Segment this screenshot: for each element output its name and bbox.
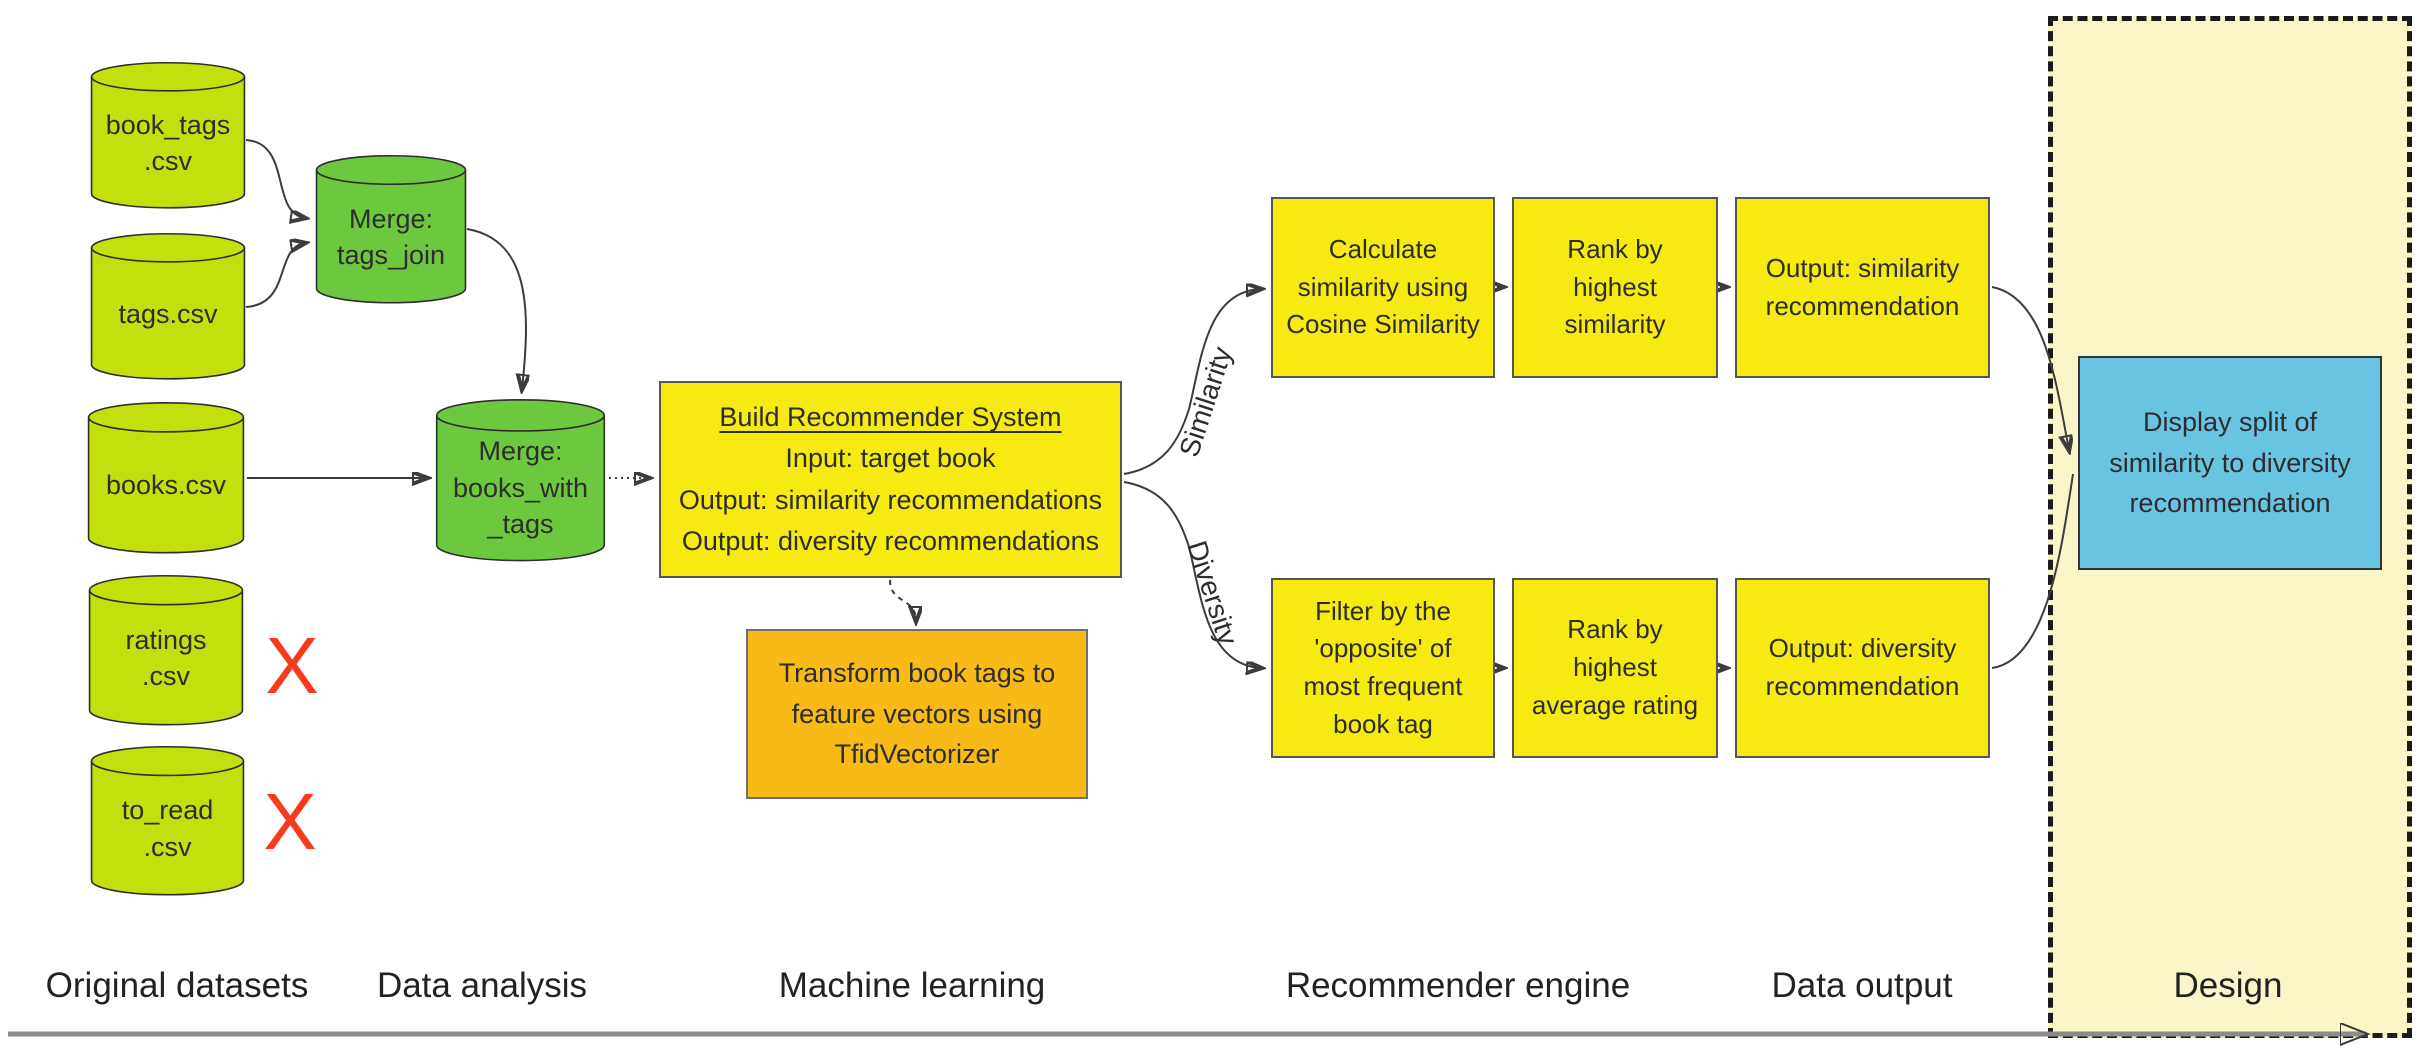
dataset-book-tags-csv[interactable]: book_tags .csv <box>90 62 246 210</box>
diversity-branch-label: Diversity <box>1181 537 1244 649</box>
stage-label-design: Design <box>2173 966 2283 1005</box>
dataset-label: books.csv <box>105 470 227 501</box>
dataset-books-csv[interactable]: books.csv <box>87 402 245 555</box>
output-similarity-box[interactable]: Output: similarity recommendation <box>1735 197 1990 378</box>
display-split-box[interactable]: Display split of similarity to diversity… <box>2078 356 2382 570</box>
cylinder-shape <box>90 746 245 897</box>
transform-tfid-box[interactable]: Transform book tags to feature vectors u… <box>746 629 1088 799</box>
filter-opposite-box[interactable]: Filter by the 'opposite' of most frequen… <box>1271 578 1495 758</box>
connector-booktags-to-tagsjoin <box>245 139 305 218</box>
dataset-ratings-csv[interactable]: ratings .csv <box>88 575 244 727</box>
rank-average-rating-box[interactable]: Rank by highest average rating <box>1512 578 1718 758</box>
connector-tagsjoin-to-bookswithtags <box>466 228 526 389</box>
rank-average-rating-label: Rank by highest average rating <box>1531 614 1699 720</box>
transform-label: Transform book tags to feature vectors u… <box>778 658 1056 770</box>
output-diversity-label: Output: diversity recommendation <box>1765 633 1960 701</box>
build-recommender-box[interactable]: Build Recommender System Input: target b… <box>659 381 1122 578</box>
rank-similarity-label: Rank by highest similarity <box>1564 233 1666 340</box>
cylinder-shape <box>88 575 244 727</box>
stage-label-original-datasets: Original datasets <box>45 966 309 1005</box>
excluded-x-to-read: X <box>263 777 317 866</box>
rank-similarity-box[interactable]: Rank by highest similarity <box>1512 197 1718 378</box>
dataset-label: to_read .csv <box>121 795 214 862</box>
stage-label-data-analysis: Data analysis <box>376 966 588 1005</box>
merge-label: Merge: books_with _tags <box>452 436 589 540</box>
cylinder-shape <box>87 402 245 555</box>
output-similarity-label: Output: similarity recommendation <box>1765 252 1960 321</box>
display-split-label: Display split of similarity to diversity… <box>2109 407 2351 519</box>
build-output-similarity-line: Output: similarity recommendations <box>678 484 1103 515</box>
build-input-line: Input: target book <box>785 443 996 474</box>
filter-opposite-label: Filter by the 'opposite' of most frequen… <box>1303 595 1463 739</box>
merge-label: Merge: tags_join <box>336 203 446 270</box>
calculate-similarity-label: Calculate similarity using Cosine Simila… <box>1286 233 1480 340</box>
cylinder-shape <box>435 399 606 563</box>
cylinder-shape <box>90 233 246 381</box>
stage-label-machine-learning: Machine learning <box>778 966 1046 1005</box>
dataset-label: ratings .csv <box>125 624 207 691</box>
similarity-branch-label: Similarity <box>1173 343 1238 461</box>
stage-label-recommender-engine: Recommender engine <box>1285 966 1631 1005</box>
excluded-x-ratings: X <box>265 621 319 710</box>
cylinder-shape <box>315 155 467 305</box>
calculate-similarity-box[interactable]: Calculate similarity using Cosine Simila… <box>1271 197 1495 378</box>
build-recommender-title: Build Recommender System <box>719 402 1062 433</box>
dataset-tags-csv[interactable]: tags.csv <box>90 233 246 381</box>
connector-tags-to-tagsjoin <box>245 243 305 308</box>
stage-label-data-output: Data output <box>1771 966 1953 1005</box>
merge-tags-join[interactable]: Merge: tags_join <box>315 155 467 305</box>
connector-build-to-transform <box>889 579 916 621</box>
dataset-to-read-csv[interactable]: to_read .csv <box>90 746 245 897</box>
cylinder-shape <box>90 62 246 210</box>
merge-books-with-tags[interactable]: Merge: books_with _tags <box>435 399 606 563</box>
dataset-label: tags.csv <box>118 298 218 329</box>
dataset-label: book_tags .csv <box>105 109 231 176</box>
build-output-diversity-line: Output: diversity recommendations <box>681 525 1100 556</box>
output-diversity-box[interactable]: Output: diversity recommendation <box>1735 578 1990 758</box>
